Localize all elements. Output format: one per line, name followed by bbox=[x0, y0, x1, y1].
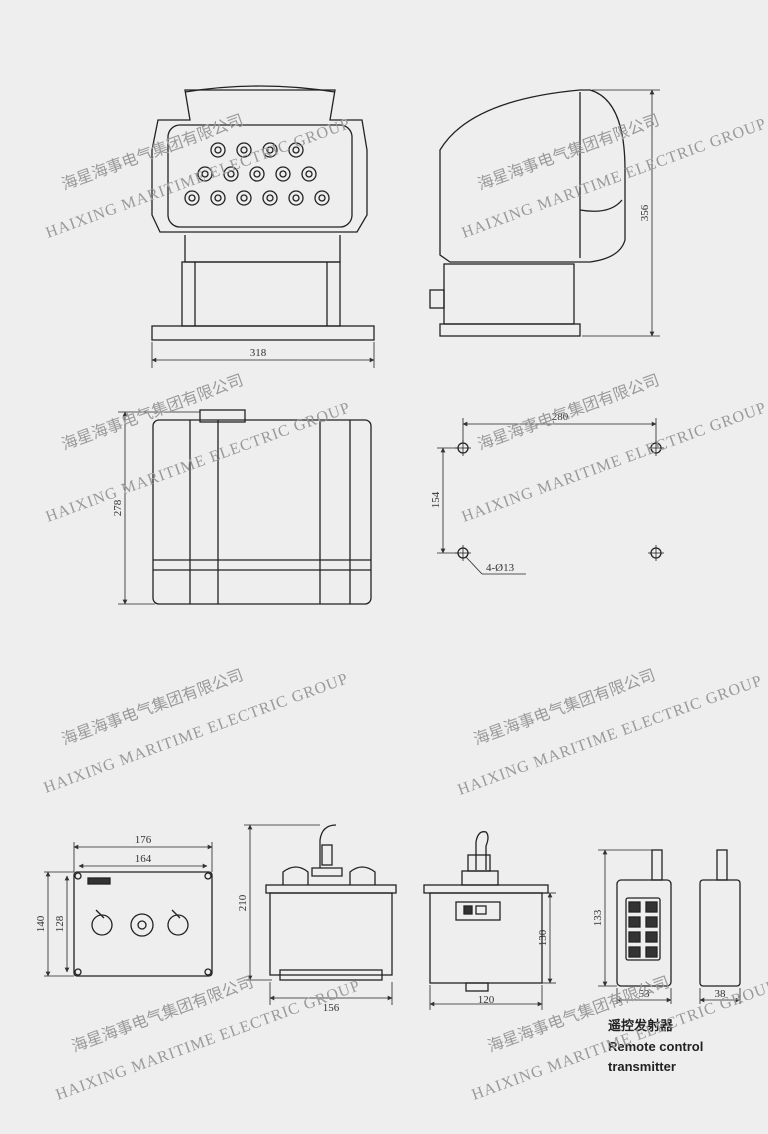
dim-side-height: 356 bbox=[639, 204, 651, 221]
remote-label-cn: 遥控发射器 bbox=[608, 1018, 674, 1034]
watermark-cn: 海星海事电气集团有限公司 bbox=[69, 972, 256, 1056]
dim-top-depth: 278 bbox=[112, 499, 124, 516]
dim-holes: 4-Ø13 bbox=[486, 562, 515, 574]
dim-remote-height: 133 bbox=[592, 909, 604, 926]
dim-joystick-height: 210 bbox=[237, 894, 249, 911]
watermark-cn: 海星海事电气集团有限公司 bbox=[59, 665, 246, 749]
joystick-front bbox=[244, 824, 397, 1005]
dim-joystick-side-height: 130 bbox=[537, 929, 549, 946]
dim-hole-spacing-y: 154 bbox=[430, 491, 442, 508]
remote-caption: 遥控发射器 Remote control transmitter bbox=[608, 1018, 703, 1074]
dim-hole-spacing-x: 280 bbox=[552, 411, 569, 423]
remote-label-en-2: transmitter bbox=[608, 1059, 676, 1074]
dim-box-outer-height: 140 bbox=[35, 915, 47, 932]
watermark-cn: 海星海事电气集团有限公司 bbox=[475, 110, 662, 194]
dim-remote-width: 53 bbox=[639, 988, 651, 1000]
remote-front bbox=[598, 849, 672, 1004]
control-box bbox=[44, 842, 213, 977]
remote-side bbox=[699, 849, 741, 1004]
led-array bbox=[184, 142, 330, 206]
dim-joystick-width: 156 bbox=[323, 1002, 340, 1014]
dim-box-inner-height: 128 bbox=[54, 915, 66, 932]
watermarks: 海星海事电气集团有限公司 HAIXING MARITIME ELECTRIC G… bbox=[42, 110, 768, 1104]
joystick-side bbox=[423, 831, 556, 1010]
side-view bbox=[429, 89, 660, 337]
remote-label-en-1: Remote control bbox=[608, 1039, 703, 1054]
dim-front-width: 318 bbox=[250, 347, 267, 359]
top-view bbox=[118, 409, 372, 605]
watermark-en: HAIXING MARITIME ELECTRIC GROUP bbox=[44, 399, 353, 525]
dim-box-outer-width: 176 bbox=[135, 834, 152, 846]
front-view bbox=[151, 85, 375, 368]
dim-remote-depth: 38 bbox=[715, 988, 727, 1000]
mounting-hole-pattern bbox=[437, 418, 664, 575]
watermark-en: HAIXING MARITIME ELECTRIC GROUP bbox=[460, 399, 768, 525]
dimension-labels: 318 356 278 280 154 4-Ø13 176 164 140 12… bbox=[35, 204, 726, 1014]
watermark-cn: 海星海事电气集团有限公司 bbox=[475, 370, 662, 454]
dim-box-inner-width: 164 bbox=[135, 853, 152, 865]
dim-joystick-side-width: 120 bbox=[478, 994, 495, 1006]
